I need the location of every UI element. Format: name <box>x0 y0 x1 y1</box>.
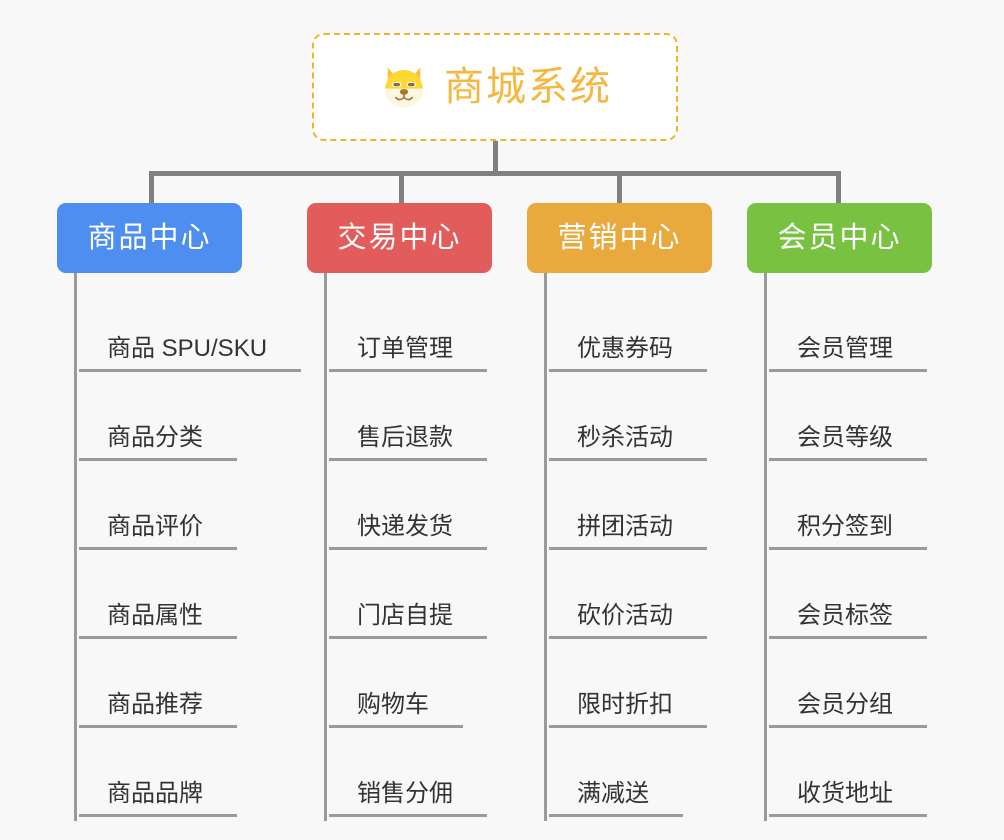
list-item[interactable]: 商品 SPU/SKU <box>77 287 302 376</box>
category-label: 商品中心 <box>87 221 212 254</box>
category-box-shangpin-zhongxin[interactable]: 商品中心 <box>57 203 242 273</box>
list-item-label: 砍价活动 <box>549 602 707 639</box>
category-column-0: 商品中心 商品 SPU/SKU 商品分类 商品评价 商品属性 商品推荐 商品品牌 <box>57 203 302 821</box>
list-item[interactable]: 销售分佣 <box>327 732 492 821</box>
connector-drop-2 <box>399 171 404 203</box>
list-item-label: 门店自提 <box>329 602 487 639</box>
category-label: 交易中心 <box>337 221 462 254</box>
list-item[interactable]: 商品分类 <box>77 376 242 465</box>
category-items-1: 订单管理 售后退款 快递发货 门店自提 购物车 销售分佣 <box>324 273 492 821</box>
list-item[interactable]: 购物车 <box>327 643 492 732</box>
list-item[interactable]: 限时折扣 <box>547 643 712 732</box>
list-item-label: 会员标签 <box>769 602 927 639</box>
list-item[interactable]: 收货地址 <box>767 732 932 821</box>
category-items-3: 会员管理 会员等级 积分签到 会员标签 会员分组 收货地址 <box>764 273 932 821</box>
connector-drop-3 <box>617 171 622 203</box>
list-item-label: 收货地址 <box>769 780 927 817</box>
list-item[interactable]: 商品推荐 <box>77 643 242 732</box>
list-item-label: 商品品牌 <box>79 780 237 817</box>
category-column-2: 营销中心 优惠券码 秒杀活动 拼团活动 砍价活动 限时折扣 满减送 <box>527 203 712 821</box>
list-item-label: 满减送 <box>549 780 683 817</box>
list-item[interactable]: 优惠券码 <box>547 287 712 376</box>
category-column-3: 会员中心 会员管理 会员等级 积分签到 会员标签 会员分组 收货地址 <box>747 203 932 821</box>
connector-drop-1 <box>149 171 154 203</box>
connector-drop-4 <box>836 171 841 203</box>
list-item-label: 秒杀活动 <box>549 424 707 461</box>
list-item-label: 购物车 <box>329 691 463 728</box>
list-item-label: 拼团活动 <box>549 513 707 550</box>
connector-root-stem <box>493 141 498 174</box>
list-item-label: 商品分类 <box>79 424 237 461</box>
list-item[interactable]: 会员管理 <box>767 287 932 376</box>
list-item-label: 积分签到 <box>769 513 927 550</box>
root-node[interactable]: 商城系统 <box>312 33 678 141</box>
list-item-label: 商品评价 <box>79 513 237 550</box>
list-item-label: 商品属性 <box>79 602 237 639</box>
list-item[interactable]: 售后退款 <box>327 376 492 465</box>
list-item[interactable]: 门店自提 <box>327 554 492 643</box>
list-item-label: 售后退款 <box>329 424 487 461</box>
category-label: 营销中心 <box>557 221 682 254</box>
connector-horizontal-bus <box>149 171 841 176</box>
list-item[interactable]: 订单管理 <box>327 287 492 376</box>
list-item[interactable]: 砍价活动 <box>547 554 712 643</box>
list-item[interactable]: 会员等级 <box>767 376 932 465</box>
list-item[interactable]: 积分签到 <box>767 465 932 554</box>
list-item[interactable]: 满减送 <box>547 732 712 821</box>
dog-face-icon <box>385 67 423 108</box>
category-box-jiaoyi-zhongxin[interactable]: 交易中心 <box>307 203 492 273</box>
list-item[interactable]: 快递发货 <box>327 465 492 554</box>
list-item[interactable]: 商品属性 <box>77 554 242 643</box>
list-item-label: 会员管理 <box>769 335 927 372</box>
list-item-label: 优惠券码 <box>549 335 707 372</box>
list-item-label: 会员等级 <box>769 424 927 461</box>
list-item-label: 商品 SPU/SKU <box>79 335 302 372</box>
category-column-1: 交易中心 订单管理 售后退款 快递发货 门店自提 购物车 销售分佣 <box>307 203 492 821</box>
list-item[interactable]: 会员分组 <box>767 643 932 732</box>
root-title: 商城系统 <box>444 65 612 109</box>
list-item-label: 销售分佣 <box>329 780 487 817</box>
list-item[interactable]: 秒杀活动 <box>547 376 712 465</box>
list-item[interactable]: 拼团活动 <box>547 465 712 554</box>
list-item[interactable]: 商品品牌 <box>77 732 242 821</box>
category-box-huiyuan-zhongxin[interactable]: 会员中心 <box>747 203 932 273</box>
category-items-0: 商品 SPU/SKU 商品分类 商品评价 商品属性 商品推荐 商品品牌 <box>74 273 302 821</box>
list-item-label: 限时折扣 <box>549 691 707 728</box>
category-label: 会员中心 <box>777 221 902 254</box>
list-item[interactable]: 会员标签 <box>767 554 932 643</box>
list-item-label: 订单管理 <box>329 335 487 372</box>
category-items-2: 优惠券码 秒杀活动 拼团活动 砍价活动 限时折扣 满减送 <box>544 273 712 821</box>
list-item-label: 快递发货 <box>329 513 487 550</box>
list-item[interactable]: 商品评价 <box>77 465 242 554</box>
list-item-label: 会员分组 <box>769 691 927 728</box>
list-item-label: 商品推荐 <box>79 691 237 728</box>
category-box-yingxiao-zhongxin[interactable]: 营销中心 <box>527 203 712 273</box>
